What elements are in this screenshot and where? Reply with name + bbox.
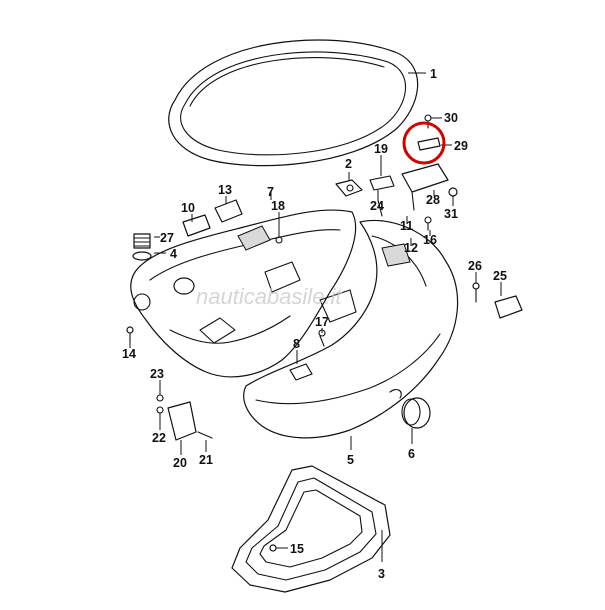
callout-29: 28	[426, 193, 440, 207]
callout-15: 15	[290, 542, 304, 556]
callout-32: 31	[444, 207, 458, 221]
part-5-lower-cowl-right	[243, 219, 459, 439]
watermark: nauticabasile.it	[196, 284, 342, 309]
part-1-top-cowl-seal	[168, 39, 419, 167]
small-parts	[126, 114, 523, 552]
callout-10: 10	[181, 201, 195, 215]
callout-17: 17	[315, 315, 329, 329]
callout-19: 19	[374, 142, 388, 156]
leader-lines	[129, 72, 502, 562]
callout-13: 13	[218, 183, 232, 197]
callout-21: 21	[199, 453, 213, 467]
callout-25: 25	[493, 269, 507, 283]
callout-7: 7	[267, 185, 274, 199]
callout-20: 20	[173, 456, 187, 470]
callout-22: 22	[152, 431, 166, 445]
callout-16: 16	[423, 233, 437, 247]
callout-26: 26	[468, 259, 482, 273]
part-7-lower-cowl-left	[130, 209, 357, 378]
callout-24: 24	[370, 199, 384, 213]
callout-5: 5	[347, 453, 354, 467]
highlight-circle	[402, 121, 446, 165]
callout-14: 14	[122, 347, 136, 361]
callout-12: 12	[404, 241, 418, 255]
callout-31: 30	[444, 111, 458, 125]
callout-4: 4	[170, 247, 177, 261]
callout-11: 11	[400, 219, 413, 233]
callout-30: 29	[454, 139, 468, 153]
callout-3: 3	[378, 567, 385, 581]
callout-23: 23	[150, 367, 164, 381]
part-3-bottom-seal	[231, 465, 391, 593]
callout-8: 8	[293, 337, 300, 351]
callout-2: 2	[345, 157, 352, 171]
callout-labels: 1 2 3 4 5 6 7 8 10 11 12 13 14 15 16 17 …	[122, 67, 507, 581]
callout-6: 6	[408, 447, 415, 461]
callout-1: 1	[430, 67, 437, 81]
callout-18: 18	[271, 199, 285, 213]
part-6-plug	[401, 397, 431, 429]
callout-28: 27	[160, 231, 174, 245]
